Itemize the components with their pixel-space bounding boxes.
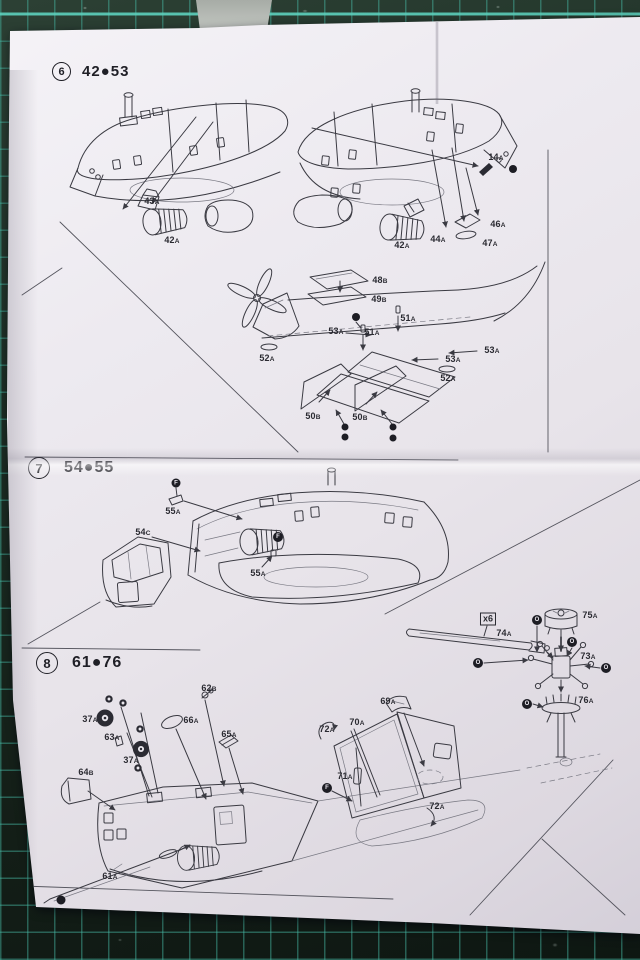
part-label: 65A [221,729,237,739]
part-label: 43A [144,196,160,206]
part-label: 71A [337,771,353,781]
part-label: 53A [445,354,461,364]
step6-number: 6 [52,62,71,81]
part-label: 75A [582,610,598,620]
part-label: 69A [380,696,396,706]
part-label: 49B [371,294,387,304]
step8-parts-range: 61●76 [72,654,123,671]
part-label: 66A [183,715,199,725]
blade-count-badge: x6 [479,612,497,626]
part-label: 74A [496,628,512,638]
part-label: 37A [123,755,139,765]
part-label: 54C [135,527,151,537]
part-label: 52A [440,373,456,383]
part-label: 70A [349,717,365,727]
part-label: 76A [578,695,594,705]
step8-number: 8 [36,652,58,674]
part-label: 72A [429,801,445,811]
part-label: 42A [164,235,180,245]
step6-header: 6 42●53 [52,62,129,81]
part-label: 63A [104,732,120,742]
paint-callout-dot: F [171,478,181,488]
part-label: 51A [364,327,380,337]
paint-callout-dot: O [522,699,532,709]
part-label: 50B [352,412,368,422]
part-label: 48B [372,275,388,285]
part-label: 73A [580,651,596,661]
paint-callout-dot [56,895,66,905]
part-label: 51A [400,313,416,323]
paint-callout-dot [509,165,517,173]
part-label: 72A [319,724,335,734]
paint-callout-dot: O [601,663,611,673]
part-label: 50B [305,411,321,421]
part-label: 42A [394,240,410,250]
paint-callout-dot [341,433,349,441]
part-label: 44A [430,234,446,244]
paint-callout-dot: F [273,532,283,542]
part-label: 55A [250,568,266,578]
sheet-behind [196,0,272,29]
part-label: 53A [328,326,344,336]
paint-callout-dot [389,434,397,442]
part-label: 62B [201,683,217,693]
part-label: 52A [259,353,275,363]
paint-callout-dot: F [322,783,332,793]
paint-callout-dot [341,423,349,431]
step6-parts-range: 42●53 [82,63,130,80]
part-label: 55A [165,506,181,516]
paint-callout-dot: O [473,658,483,668]
step8-header: 8 61●76 [36,652,122,674]
paint-callout-dot [389,423,397,431]
part-label: 53A [484,345,500,355]
part-label: 64B [78,767,94,777]
part-label: 37A [82,714,98,724]
part-label: 47A [482,238,498,248]
paint-callout-dot: O [532,615,542,625]
part-label: 46A [490,219,506,229]
part-label: 61A [102,871,118,881]
paint-callout-dot: O [567,637,577,647]
paint-callout-dot [352,313,360,321]
part-label: 14A [488,152,504,162]
